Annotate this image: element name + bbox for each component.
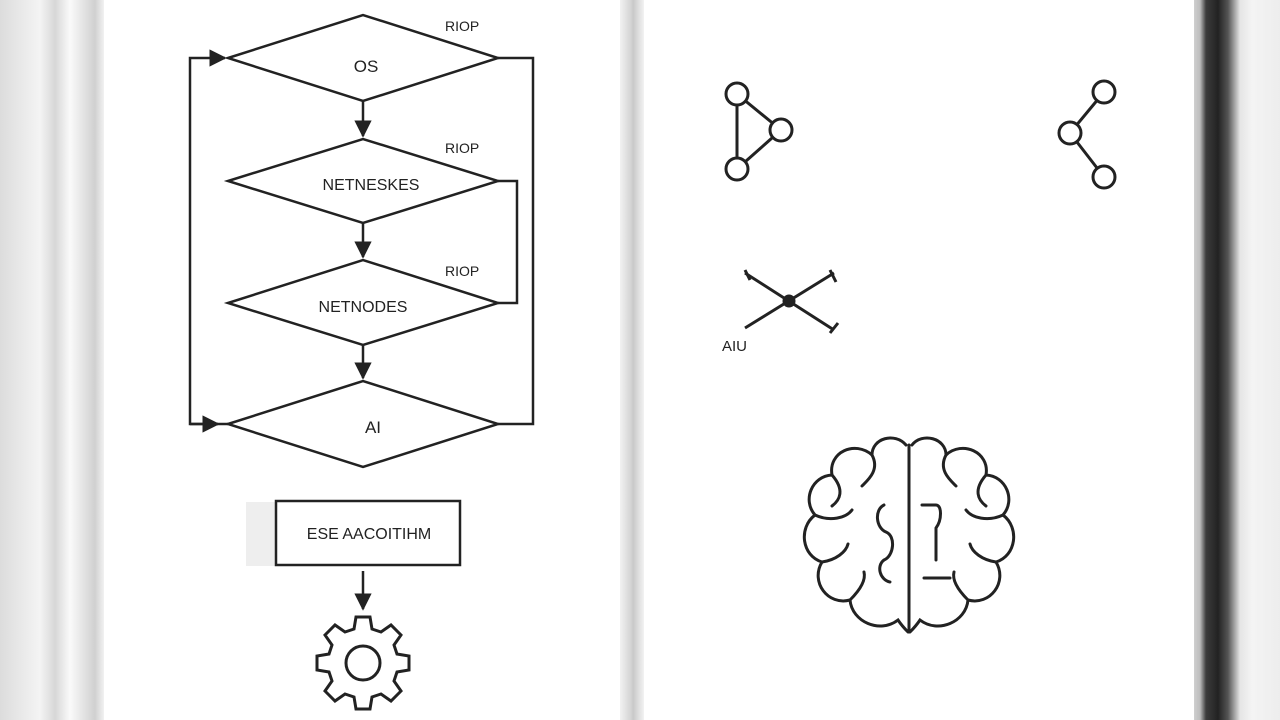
loop-left-ai-to-os (188, 49, 228, 426)
network-label: AIU (722, 338, 747, 355)
triangle-graph-icon (724, 81, 794, 182)
gear-icon (315, 615, 411, 711)
node-label-os: OS (354, 57, 379, 76)
flowchart (188, 13, 535, 611)
node-label-ai: AI (365, 418, 381, 437)
node-tag-netnodes: RIOP (445, 263, 479, 279)
loop-right-os-ai (498, 56, 535, 426)
node-label-netneskes: NETNESKES (323, 177, 420, 194)
brain-icon (802, 436, 1016, 634)
node-tag-os: RIOP (445, 18, 479, 34)
box-shadow (246, 502, 276, 566)
algorithm-box (274, 499, 462, 567)
node-label-netnodes: NETNODES (319, 299, 408, 316)
book-gutter (620, 0, 644, 720)
node-tag-netneskes: RIOP (445, 140, 479, 156)
algorithm-box-label: ESE AACOITIHM (307, 526, 431, 543)
device-edge (1194, 0, 1280, 720)
cross-network-icon (743, 269, 840, 334)
decision-node-ai (223, 379, 503, 469)
branch-graph-icon (1057, 79, 1117, 190)
loop-right-netneskes-netnodes (498, 179, 519, 305)
